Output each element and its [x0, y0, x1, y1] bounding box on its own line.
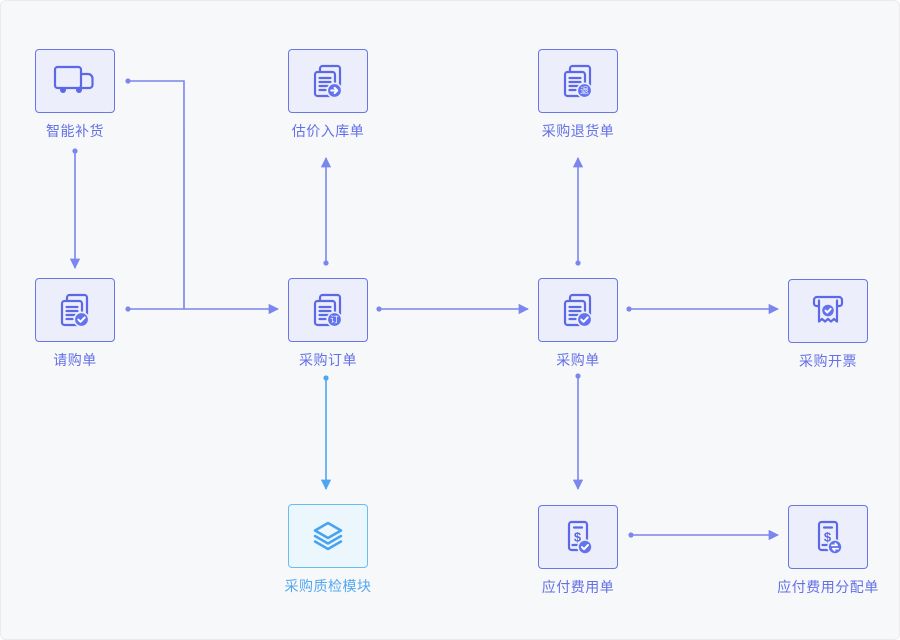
- arrow-right-badge-icon: [330, 86, 339, 95]
- purchase-order-tile[interactable]: 订: [288, 278, 368, 342]
- pages-order-icon: 订: [313, 293, 343, 328]
- connector-purchase-to-payable-expense: [572, 373, 584, 491]
- node-purchase-order[interactable]: 订 采购订单: [288, 278, 368, 368]
- check-badge-icon: [580, 544, 589, 551]
- purchase-invoicing-tile[interactable]: [788, 279, 868, 343]
- connector-purchase-to-return: [572, 156, 584, 266]
- payable-expense-tile[interactable]: $: [538, 505, 618, 569]
- connector-replenish-to-order-branch: [125, 78, 185, 309]
- check-badge-icon: [824, 307, 832, 314]
- purchase-doc-tile[interactable]: [538, 278, 618, 342]
- bill-check-icon: $: [567, 520, 593, 555]
- quality-inspection-tile[interactable]: [288, 504, 368, 568]
- connector-purchase-to-invoicing: [626, 303, 780, 315]
- bill-swap-icon: $: [817, 520, 843, 555]
- pages-check-icon: [60, 293, 90, 328]
- node-label: 应付费用单: [541, 579, 615, 595]
- invoice-icon: [812, 295, 844, 323]
- truck-icon: [53, 65, 94, 93]
- node-purchase-doc[interactable]: 采购单: [538, 278, 618, 368]
- check-badge-icon: [77, 316, 86, 323]
- connector-requisition-to-order: [125, 303, 280, 315]
- node-quality-inspection-module[interactable]: 采购质检模块: [285, 504, 371, 594]
- node-payable-allocation[interactable]: $ 应付费用分配单: [777, 505, 878, 595]
- node-label: 采购质检模块: [284, 578, 372, 594]
- node-label: 采购退货单: [541, 123, 615, 139]
- pages-check-icon: [563, 293, 593, 328]
- node-smart-replenishment[interactable]: 智能补货: [35, 49, 115, 139]
- badge-text: 订: [330, 315, 339, 325]
- dollar-glyph: $: [574, 530, 582, 545]
- node-purchase-return[interactable]: 退 采购退货单: [538, 49, 618, 139]
- node-estimated-inbound[interactable]: 估价入库单: [288, 49, 368, 139]
- connector-order-to-purchase: [376, 303, 530, 315]
- node-label: 估价入库单: [291, 123, 365, 139]
- node-label: 智能补货: [46, 123, 104, 139]
- pages-return-icon: 退: [563, 64, 593, 99]
- node-requisition[interactable]: 请购单: [35, 278, 115, 368]
- connector-order-to-quality-module: [320, 375, 332, 491]
- node-label: 采购订单: [299, 352, 357, 368]
- connector-order-to-estimated-inbound: [320, 156, 332, 266]
- check-badge-icon: [580, 316, 589, 323]
- node-purchase-invoicing[interactable]: 采购开票: [788, 279, 868, 369]
- node-label: 请购单: [53, 352, 97, 368]
- pages-arrow-icon: [313, 64, 343, 99]
- node-label: 应付费用分配单: [777, 579, 879, 595]
- node-label: 采购单: [556, 352, 600, 368]
- badge-text: 退: [580, 86, 589, 96]
- payable-allocation-tile[interactable]: $: [788, 505, 868, 569]
- node-label: 采购开票: [799, 353, 857, 369]
- connector-payable-to-allocation: [628, 529, 780, 541]
- swap-arrows-badge-icon: [831, 542, 839, 552]
- layers-icon: [313, 521, 343, 551]
- smart-replenishment-tile[interactable]: [35, 49, 115, 113]
- connector-replenish-to-requisition: [69, 148, 81, 270]
- dollar-glyph: $: [824, 530, 832, 545]
- requisition-tile[interactable]: [35, 278, 115, 342]
- estimated-inbound-tile[interactable]: [288, 49, 368, 113]
- node-payable-expense[interactable]: $ 应付费用单: [538, 505, 618, 595]
- purchase-return-tile[interactable]: 退: [538, 49, 618, 113]
